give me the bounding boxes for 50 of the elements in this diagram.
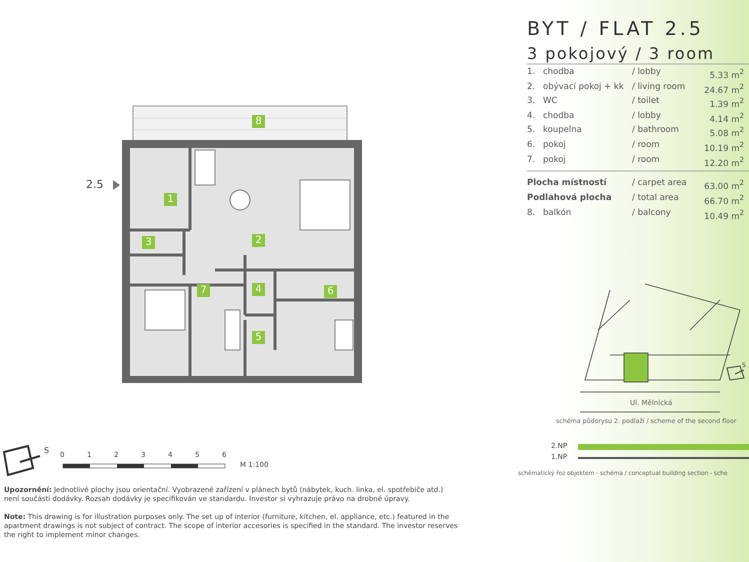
table-cell: 3. <box>527 96 536 106</box>
subtitle-text: 3 pokojový / 3 room <box>527 44 715 63</box>
room-number: 4 <box>252 283 265 296</box>
table-cell: chodba <box>543 67 574 77</box>
table-cell: / balcony <box>632 208 671 218</box>
table-cell: pokoj <box>543 140 566 150</box>
table-cell-text: 63.00 m$^{2}$ <box>703 178 744 192</box>
table-cell-text: 5.33 m$^{2}$ <box>708 67 744 81</box>
table-cell: pokoj <box>543 154 566 165</box>
table-cell: chodba <box>543 110 574 121</box>
table-cell: 2. <box>527 82 536 92</box>
table-cell: 6. <box>527 140 536 150</box>
table-cell: 4. <box>527 110 536 121</box>
table-cell: / lobby <box>632 67 661 77</box>
table-cell-text: 5.08 m$^{2}$ <box>708 125 744 140</box>
table-cell: / total area <box>632 193 679 203</box>
table-cell: 5. <box>527 125 536 136</box>
table-cell: Plocha místností <box>527 178 607 188</box>
compass-label: S <box>44 446 50 455</box>
table-cell: / room <box>632 154 660 165</box>
table-cell: / carpet area <box>632 178 687 188</box>
table-cell: / living room <box>632 82 686 92</box>
table-cell: / lobby <box>632 110 661 121</box>
table-cell: / room <box>632 140 660 150</box>
room-number: 1 <box>164 193 177 206</box>
room-number: 6 <box>324 285 337 298</box>
table-cell-text: 10.19 m$^{2}$ <box>703 140 744 154</box>
table-cell: 8. <box>527 208 536 218</box>
title-text: BYT / FLAT 2.5 <box>527 18 704 40</box>
room-number: 2 <box>252 234 265 247</box>
room-number: 5 <box>252 331 265 344</box>
table-cell-text: 10.49 m$^{2}$ <box>703 208 744 222</box>
table-cell: 1. <box>527 67 536 77</box>
table-cell: / toilet <box>632 96 660 106</box>
table-cell: Podlahová plocha <box>527 193 612 203</box>
room-number: 8 <box>252 115 265 128</box>
table-cell: obývací pokoj + kk <box>543 82 624 92</box>
axis-label: 2.5 <box>86 178 104 191</box>
table-cell-text: 12.20 m$^{2}$ <box>703 154 744 168</box>
table-cell-text: 1.39 m$^{2}$ <box>708 96 744 110</box>
table-cell: balkón <box>543 208 572 218</box>
table-cell-text: 4.14 m$^{2}$ <box>708 110 744 125</box>
table-cell-text: 24.67 m$^{2}$ <box>703 82 744 96</box>
room-number: 3 <box>142 236 155 249</box>
room-number: 7 <box>197 284 210 297</box>
table-cell: WC <box>543 96 558 106</box>
table-cell: koupelna <box>543 125 582 136</box>
table-cell-text: 66.70 m$^{2}$ <box>703 193 744 207</box>
table-cell: / bathroom <box>632 125 679 136</box>
table-cell: 7. <box>527 154 536 165</box>
